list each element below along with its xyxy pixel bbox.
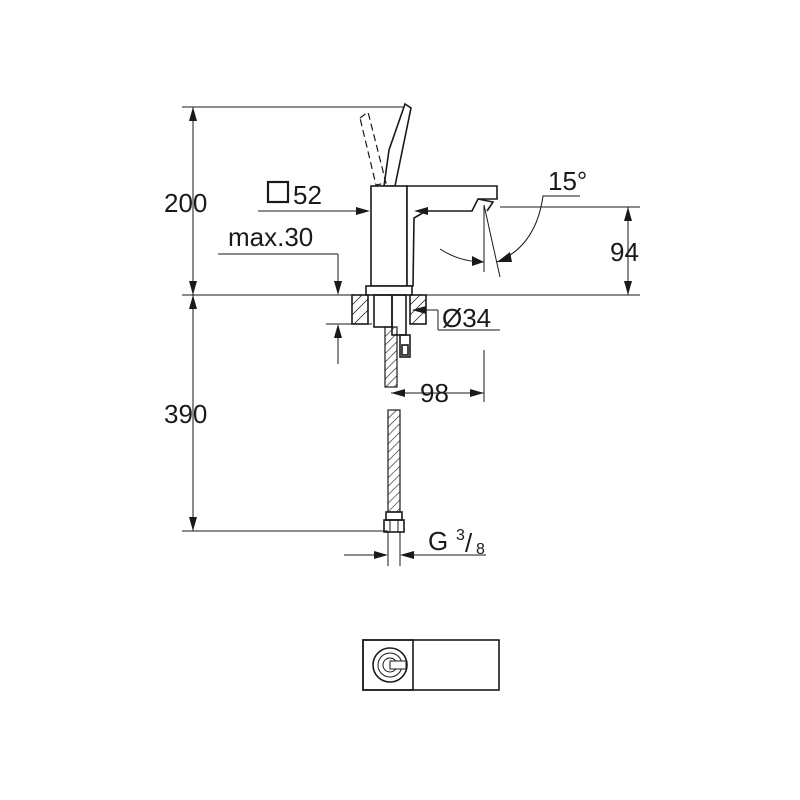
- hose-lower: [387, 409, 401, 513]
- diameter-label: Ø34: [442, 303, 491, 333]
- dimension-94-label: 94: [610, 237, 639, 267]
- dimension-390-label: 390: [164, 399, 207, 429]
- thread-denominator-label: 8: [476, 541, 485, 558]
- mounting-assembly: [351, 294, 427, 358]
- max-thickness-callout: max.30: [218, 222, 372, 364]
- max-thickness-label: max.30: [228, 222, 313, 252]
- spout-outlet: [477, 198, 495, 212]
- thread-slash: /: [465, 528, 473, 558]
- dimension-98: 98: [391, 350, 485, 408]
- hose-fitting: [383, 511, 405, 566]
- spout-reach-arrow: [414, 207, 428, 215]
- square-icon: [266, 180, 290, 204]
- angle-15-callout: 15°: [439, 166, 587, 278]
- dimension-98-label: 98: [420, 378, 449, 408]
- angle-label: 15°: [548, 166, 587, 196]
- square-dimension-callout: 52: [258, 180, 370, 215]
- faucet-body: [365, 185, 498, 296]
- dimension-200: 200: [164, 107, 207, 295]
- lever-handle: [383, 102, 412, 187]
- hose-upper: [384, 326, 398, 388]
- square-size-label: 52: [293, 180, 322, 210]
- top-view: [362, 639, 500, 691]
- lever-handle-alternate: [359, 110, 387, 186]
- thread-prefix-label: G: [428, 526, 448, 556]
- diameter-callout: Ø34: [412, 303, 500, 333]
- thread-callout: G 3 / 8: [344, 526, 486, 559]
- dimension-390: 390: [164, 295, 388, 532]
- thread-numerator-label: 3: [456, 527, 465, 544]
- dimension-94: 94: [500, 206, 640, 295]
- dimension-200-label: 200: [164, 188, 207, 218]
